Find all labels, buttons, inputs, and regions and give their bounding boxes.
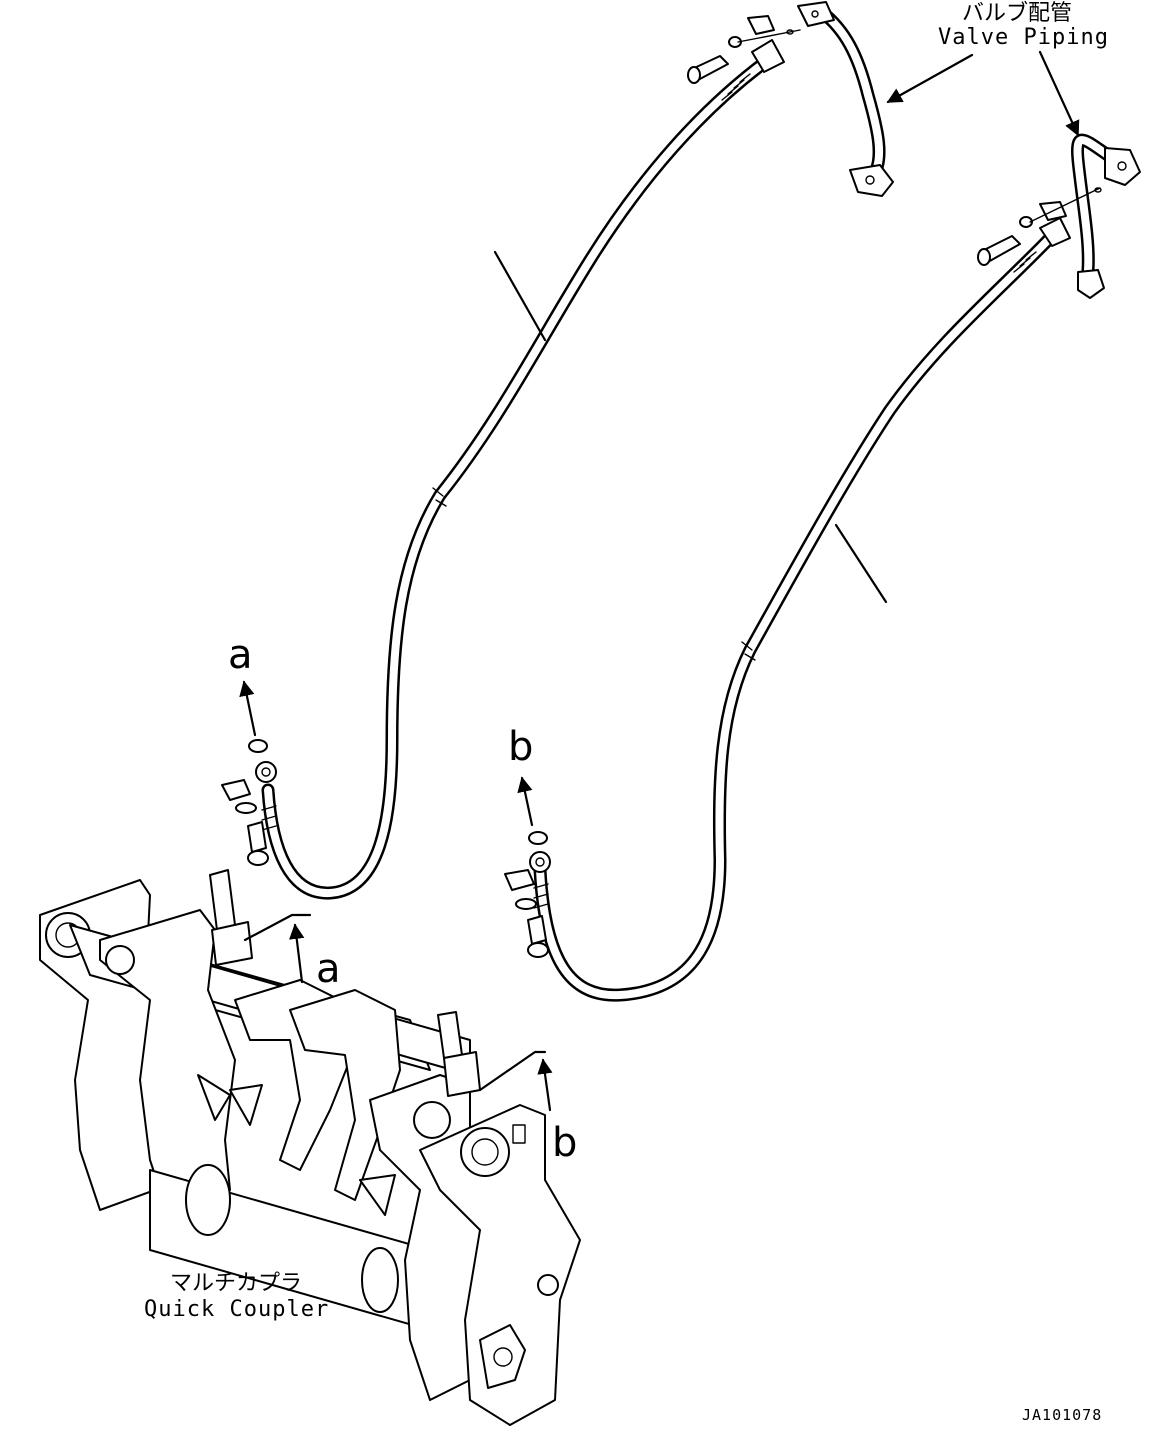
upper-left-fittings: [687, 15, 801, 84]
valve-pipe-right: [1070, 133, 1141, 299]
arrow-b-upper: [517, 776, 534, 827]
quick-coupler-label-en: Quick Coupler: [144, 1297, 329, 1322]
valve-piping-label-en: Valve Piping: [938, 25, 1109, 50]
ref-label-b-upper: b: [508, 724, 533, 770]
arrow-a-lower: [289, 923, 305, 984]
leader-hose-1: [493, 250, 547, 342]
valve-pipe-left: [797, 1, 894, 197]
quick-coupler: [39, 869, 581, 1426]
valve-piping-label-jp: バルブ配管: [962, 1, 1072, 26]
leader-valve-right: [1038, 50, 1080, 137]
arrow-a-upper: [239, 680, 257, 737]
leader-a-lower: [243, 913, 312, 942]
ref-label-a-upper: a: [228, 632, 253, 678]
quick-coupler-label-jp: マルチカプラ: [170, 1271, 302, 1296]
leader-valve-left: [886, 53, 974, 104]
hose-1: [221, 39, 785, 900]
ref-label-a-lower: a: [316, 946, 341, 992]
upper-right-fittings: [977, 187, 1102, 266]
hose-2: [504, 217, 1071, 1002]
leader-b-lower: [478, 1050, 547, 1092]
drawing-code: JA101078: [1022, 1406, 1102, 1424]
leader-hose-2: [834, 523, 888, 604]
arrow-b-lower: [537, 1058, 553, 1112]
ref-label-b-lower: b: [552, 1120, 577, 1166]
